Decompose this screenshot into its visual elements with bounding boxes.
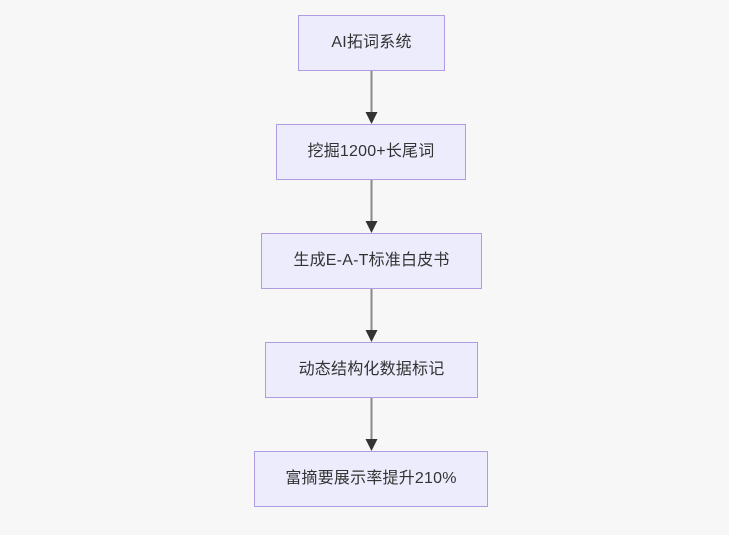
- flowchart-node-mine-longtail-keywords[interactable]: 挖掘1200+长尾词: [276, 124, 466, 180]
- node-label: AI拓词系统: [331, 34, 412, 52]
- node-label: 挖掘1200+长尾词: [307, 143, 435, 161]
- node-label: 富摘要展示率提升210%: [285, 470, 457, 488]
- flowchart-node-dynamic-structured-data-markup[interactable]: 动态结构化数据标记: [265, 342, 478, 398]
- edge-node-2-to-node-3: [365, 180, 378, 233]
- arrowhead-icon: [365, 330, 378, 342]
- arrowhead-icon: [365, 439, 378, 451]
- node-label: 动态结构化数据标记: [298, 361, 445, 379]
- arrowhead-icon: [365, 112, 378, 124]
- flowchart-node-rich-snippet-impression-lift[interactable]: 富摘要展示率提升210%: [254, 451, 488, 507]
- edge-node-4-to-node-5: [365, 398, 378, 451]
- edge-node-3-to-node-4: [365, 289, 378, 342]
- arrowhead-icon: [365, 221, 378, 233]
- flowchart-node-ai-keyword-system[interactable]: AI拓词系统: [298, 15, 445, 71]
- node-label: 生成E-A-T标准白皮书: [293, 252, 450, 270]
- edge-node-1-to-node-2: [365, 71, 378, 124]
- flowchart-node-generate-eat-whitepaper[interactable]: 生成E-A-T标准白皮书: [261, 233, 482, 289]
